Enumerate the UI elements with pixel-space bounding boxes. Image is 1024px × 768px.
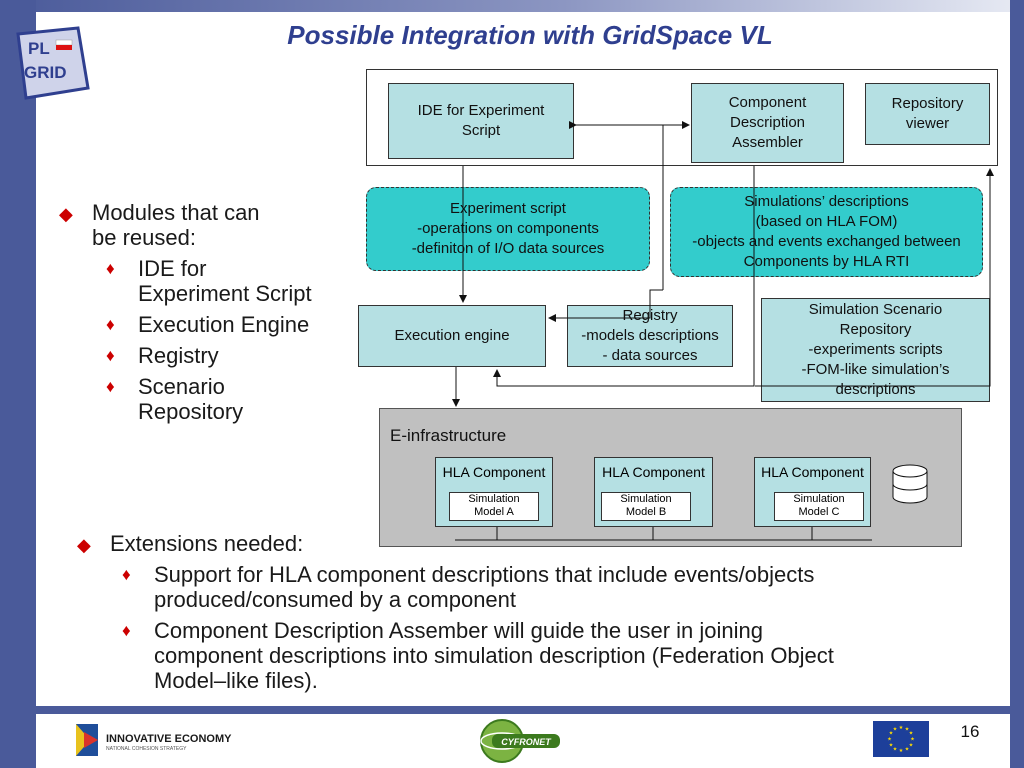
cda-return-arrow bbox=[493, 166, 755, 387]
svg-text:★: ★ bbox=[893, 747, 898, 753]
extension-item: ♦ Component Description Assember will gu… bbox=[72, 618, 972, 693]
experiment-script-label: Experiment script -operations on compone… bbox=[411, 200, 605, 257]
repo-viewer-label: Repository viewer bbox=[891, 95, 964, 132]
reuse-item: ♦ Scenario Repository bbox=[54, 374, 354, 424]
small-diamond-bullet-icon: ♦ bbox=[122, 621, 131, 640]
svg-text:★: ★ bbox=[909, 731, 914, 737]
left-frame-band bbox=[0, 0, 36, 768]
reuse-item-text: IDE for Experiment Script bbox=[138, 256, 312, 306]
simulation-descriptions-box: Simulations’ descriptions (based on HLA … bbox=[670, 187, 983, 277]
sim-desc-label: Simulations’ descriptions (based on HLA … bbox=[692, 193, 961, 270]
ide-box: IDE for Experiment Script bbox=[388, 83, 574, 159]
diamond-bullet-icon: ◆ bbox=[77, 535, 91, 555]
cyfronet-logo: CYFRONET bbox=[480, 719, 560, 763]
reuse-bullet-list: ◆ Modules that can be reused: ♦ IDE for … bbox=[54, 200, 354, 430]
scenario-viewer-arrow bbox=[755, 168, 994, 387]
svg-text:★: ★ bbox=[889, 743, 894, 749]
svg-text:★: ★ bbox=[899, 725, 904, 731]
small-diamond-bullet-icon: ♦ bbox=[106, 315, 115, 334]
svg-text:★: ★ bbox=[909, 743, 914, 749]
reuse-heading-item: ◆ Modules that can be reused: bbox=[54, 200, 354, 250]
hla-component-label: HLA Component bbox=[602, 464, 705, 480]
ide-box-label: IDE for Experiment Script bbox=[417, 102, 545, 139]
top-frame-band bbox=[0, 0, 1024, 12]
extensions-heading: Extensions needed: bbox=[110, 531, 304, 556]
svg-text:★: ★ bbox=[893, 727, 898, 733]
extensions-bullet-list: ◆ Extensions needed: ♦ Support for HLA c… bbox=[72, 531, 972, 699]
small-diamond-bullet-icon: ♦ bbox=[106, 377, 115, 396]
eu-flag-icon: ★★★ ★★★ ★★★ ★★★ bbox=[873, 721, 929, 757]
exec-engine-label: Execution engine bbox=[394, 327, 510, 344]
diamond-bullet-icon: ◆ bbox=[59, 204, 73, 224]
component-description-assembler-box: Component Description Assembler bbox=[691, 83, 844, 163]
svg-text:★: ★ bbox=[905, 747, 910, 753]
logo-text-top: PL bbox=[28, 39, 50, 58]
svg-text:★: ★ bbox=[910, 737, 915, 743]
slide-title: Possible Integration with GridSpace VL bbox=[287, 20, 773, 50]
svg-text:★: ★ bbox=[905, 727, 910, 733]
scenario-repo-label: Simulation Scenario Repository -experime… bbox=[801, 301, 950, 398]
registry-exec-arrow bbox=[548, 289, 663, 322]
extension-item-text: Support for HLA component descriptions t… bbox=[154, 562, 815, 612]
reuse-item-text: Execution Engine bbox=[138, 312, 310, 337]
repository-viewer-box: Repository viewer bbox=[865, 83, 990, 145]
reuse-item-text: Registry bbox=[138, 343, 219, 368]
simulation-scenario-repository-box: Simulation Scenario Repository -experime… bbox=[761, 298, 990, 402]
reuse-item: ♦ IDE for Experiment Script bbox=[54, 256, 354, 306]
page-number: 16 bbox=[960, 722, 980, 741]
simulation-model-box: Simulation Model C bbox=[774, 492, 864, 521]
plgrid-logo: PL GRID bbox=[16, 26, 90, 100]
simulation-model-box: Simulation Model B bbox=[601, 492, 691, 521]
small-diamond-bullet-icon: ♦ bbox=[122, 565, 131, 584]
svg-text:★: ★ bbox=[887, 737, 892, 743]
innovative-economy-title: INNOVATIVE ECONOMY bbox=[106, 733, 232, 745]
registry-label: Registry -models descriptions - data sou… bbox=[581, 307, 719, 364]
cda-box-label: Component Description Assembler bbox=[728, 94, 807, 151]
reuse-item: ♦ Registry bbox=[54, 343, 354, 368]
bottom-frame-band bbox=[0, 706, 1024, 714]
registry-box: Registry -models descriptions - data sou… bbox=[567, 305, 733, 367]
small-diamond-bullet-icon: ♦ bbox=[106, 259, 115, 278]
extensions-heading-item: ◆ Extensions needed: bbox=[72, 531, 972, 556]
small-diamond-bullet-icon: ♦ bbox=[106, 346, 115, 365]
database-cylinder-icon bbox=[892, 464, 928, 504]
reuse-heading: Modules that can be reused: bbox=[92, 200, 260, 250]
experiment-script-box: Experiment script -operations on compone… bbox=[366, 187, 650, 271]
svg-text:★: ★ bbox=[899, 748, 904, 754]
cyfronet-logo-text: CYFRONET bbox=[501, 737, 552, 747]
e-infrastructure-label: E-infrastructure bbox=[390, 426, 507, 445]
svg-text:★: ★ bbox=[889, 731, 894, 737]
extension-item-text: Component Description Assember will guid… bbox=[154, 618, 834, 693]
innovative-economy-logo-icon bbox=[76, 724, 98, 756]
hla-component-label: HLA Component bbox=[761, 464, 864, 480]
hla-component-label: HLA Component bbox=[442, 464, 546, 480]
extension-item: ♦ Support for HLA component descriptions… bbox=[72, 562, 972, 612]
reuse-item-text: Scenario Repository bbox=[138, 374, 244, 424]
right-frame-band bbox=[1010, 0, 1024, 768]
reuse-item: ♦ Execution Engine bbox=[54, 312, 354, 337]
simulation-model-box: Simulation Model A bbox=[449, 492, 539, 521]
innovative-economy-subtitle: NATIONAL COHESION STRATEGY bbox=[106, 746, 187, 752]
logo-text-bottom: GRID bbox=[24, 63, 67, 82]
execution-engine-box: Execution engine bbox=[358, 305, 546, 367]
